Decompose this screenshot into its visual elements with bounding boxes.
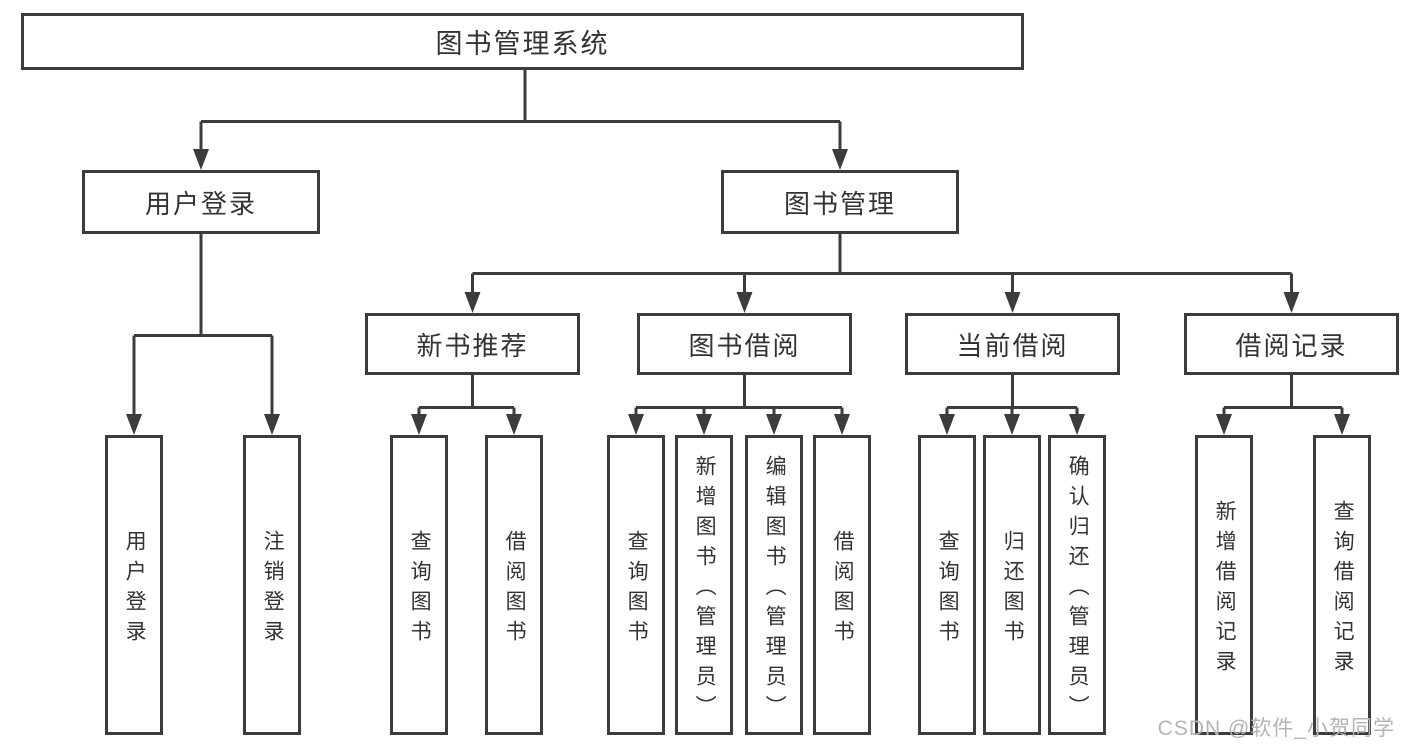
connector-current-borrowing-split: [945, 375, 1079, 418]
watermark: CSDN @软件_小贺同学: [1157, 717, 1395, 740]
arrowhead: [193, 149, 209, 170]
leaf-query-borrow-record-label: 查询借阅记录: [1331, 499, 1355, 680]
leaf-add-books-admin: 新增图书（管理员）: [675, 435, 733, 735]
arrowhead: [264, 414, 280, 435]
arrowhead: [736, 292, 753, 313]
connector-user-login-split: [132, 234, 274, 418]
leaf-edit-books-admin: 编辑图书（管理员）: [745, 435, 803, 735]
connector-book-borrowing-split: [634, 375, 844, 418]
arrowhead: [126, 414, 142, 435]
leaf-query-books-2: 查询图书: [607, 435, 665, 735]
arrowhead: [939, 414, 955, 435]
arrowhead: [1334, 414, 1350, 435]
node-new-book-recommend-label: 新书推荐: [416, 330, 529, 361]
arrowhead: [1004, 414, 1020, 435]
leaf-borrow-books-2-label: 借阅图书: [831, 529, 855, 650]
node-current-borrowing: 当前借阅: [905, 313, 1120, 375]
connector-new-book-recommend-split: [417, 375, 516, 418]
arrowhead: [1004, 292, 1021, 313]
leaf-query-borrow-record: 查询借阅记录: [1313, 435, 1371, 735]
leaf-query-books-1: 查询图书: [390, 435, 448, 735]
arrowhead: [696, 414, 712, 435]
leaf-confirm-return-admin-label: 确认归还（管理员）: [1066, 454, 1090, 725]
node-borrowing-records-label: 借阅记录: [1235, 330, 1348, 361]
arrowhead: [1069, 414, 1085, 435]
leaf-user-login-label: 用户登录: [123, 529, 147, 650]
arrowhead: [834, 414, 850, 435]
leaf-edit-books-admin-label: 编辑图书（管理员）: [763, 454, 787, 725]
arrowhead: [506, 414, 522, 435]
leaf-add-borrow-record: 新增借阅记录: [1195, 435, 1253, 735]
node-root: 图书管理系统: [21, 13, 1024, 70]
arrowhead: [766, 414, 782, 435]
connector-borrowing-records-split: [1222, 375, 1344, 418]
leaf-query-books-3: 查询图书: [918, 435, 976, 735]
node-book-borrowing: 图书借阅: [637, 313, 852, 375]
leaf-borrow-books-1-label: 借阅图书: [503, 529, 527, 650]
leaf-borrow-books-1: 借阅图书: [485, 435, 543, 735]
node-root-label: 图书管理系统: [435, 29, 610, 59]
node-borrowing-records: 借阅记录: [1184, 313, 1399, 375]
leaf-user-login: 用户登录: [105, 435, 163, 735]
leaf-borrow-books-2: 借阅图书: [813, 435, 871, 735]
leaf-add-books-admin-label: 新增图书（管理员）: [693, 454, 717, 725]
leaf-add-borrow-record-label: 新增借阅记录: [1213, 499, 1237, 680]
node-new-book-recommend: 新书推荐: [365, 313, 580, 375]
node-current-borrowing-label: 当前借阅: [956, 330, 1069, 361]
leaf-logout-login-label: 注销登录: [261, 529, 285, 650]
arrowhead: [464, 292, 481, 313]
leaf-confirm-return-admin: 确认归还（管理员）: [1048, 435, 1106, 735]
node-user-login-label: 用户登录: [144, 188, 257, 219]
node-book-management: 图书管理: [721, 170, 959, 234]
node-user-login: 用户登录: [82, 170, 320, 234]
arrowhead: [628, 414, 644, 435]
leaf-return-books: 归还图书: [983, 435, 1041, 735]
leaf-return-books-label: 归还图书: [1001, 529, 1025, 650]
connector-book-management-split: [471, 234, 1293, 296]
arrowhead: [1283, 292, 1300, 313]
arrowhead: [411, 414, 427, 435]
arrowhead: [832, 149, 848, 170]
leaf-logout-login: 注销登录: [243, 435, 301, 735]
leaf-query-books-1-label: 查询图书: [408, 529, 432, 650]
node-book-borrowing-label: 图书借阅: [688, 330, 801, 361]
connector-root-split: [199, 69, 842, 153]
arrowhead: [1216, 414, 1232, 435]
leaf-query-books-2-label: 查询图书: [625, 529, 649, 650]
leaf-query-books-3-label: 查询图书: [936, 529, 960, 650]
node-book-management-label: 图书管理: [783, 188, 896, 219]
